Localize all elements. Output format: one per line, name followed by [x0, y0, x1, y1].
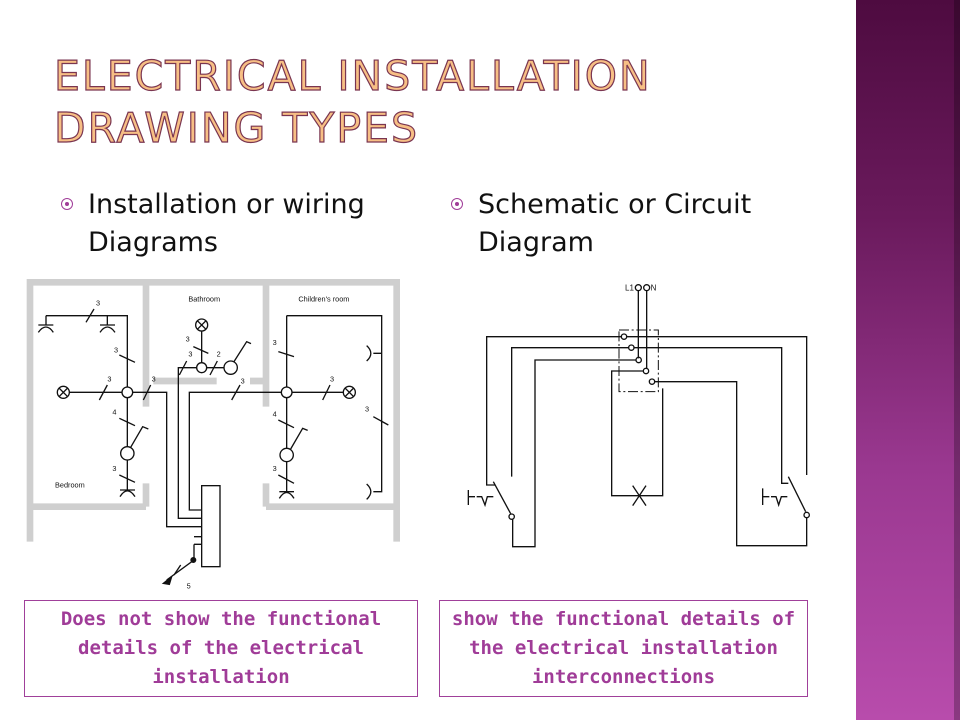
room-label-bedroom: Bedroom: [55, 481, 85, 490]
wire-count: 3: [96, 299, 100, 308]
installation-wiring-diagram: Bedroom Bathroom Children's room 3 3 3 3…: [26, 279, 400, 590]
wire-count: 3: [365, 405, 369, 414]
note-text: show the functional details of the elect…: [451, 608, 796, 688]
wire-count: 3: [186, 335, 190, 344]
label-neutral: N: [651, 284, 657, 293]
wire-count: 3: [273, 464, 277, 473]
title-line-2: Drawing Types: [53, 103, 420, 152]
wire-count: 3: [330, 375, 334, 384]
bullet-icon: [61, 198, 73, 210]
circuit-wiring: [467, 284, 810, 548]
wire-count: 2: [217, 350, 221, 359]
wire-count: 3: [152, 375, 156, 384]
slide-title: Electrical Installation Drawing Types: [53, 50, 652, 154]
bullet-text-line2: Diagram: [478, 227, 594, 258]
bullet-text-line1: Schematic or Circuit: [478, 189, 752, 220]
wire-count: 3: [241, 376, 245, 385]
wire-count: 5: [187, 581, 191, 590]
bullet-text-line1: Installation or wiring: [88, 189, 365, 220]
note-text: Does not show the functional details of …: [60, 608, 382, 688]
wire-count: 3: [273, 338, 277, 347]
bullet-installation-diagrams: Installation or wiring Diagrams: [61, 186, 365, 262]
wire-count: 4: [112, 407, 116, 416]
circuit-labels: L1 N: [625, 284, 657, 293]
decorative-sidebar: [856, 0, 960, 720]
bullet-schematic-diagram: Schematic or Circuit Diagram: [451, 186, 752, 262]
note-installation-diagram: Does not show the functional details of …: [24, 600, 418, 697]
title-line-1: Electrical Installation: [53, 51, 652, 100]
wire-count: 3: [114, 345, 118, 354]
wiring: [37, 308, 389, 586]
bullet-text-line2: Diagrams: [88, 227, 218, 258]
wire-count: 3: [188, 350, 192, 359]
bullet-icon: [451, 198, 463, 210]
wiring-labels: Bedroom Bathroom Children's room 3 3 3 3…: [55, 295, 369, 590]
walls: [26, 279, 400, 542]
wire-count: 3: [107, 375, 111, 384]
wire-count: 3: [112, 464, 116, 473]
room-label-bathroom: Bathroom: [188, 295, 220, 304]
wire-count: 4: [273, 410, 277, 419]
note-schematic-diagram: show the functional details of the elect…: [439, 600, 808, 697]
schematic-circuit-diagram: L1 N: [467, 284, 810, 548]
room-label-childrens-room: Children's room: [298, 295, 349, 304]
label-l1: L1: [625, 284, 634, 293]
